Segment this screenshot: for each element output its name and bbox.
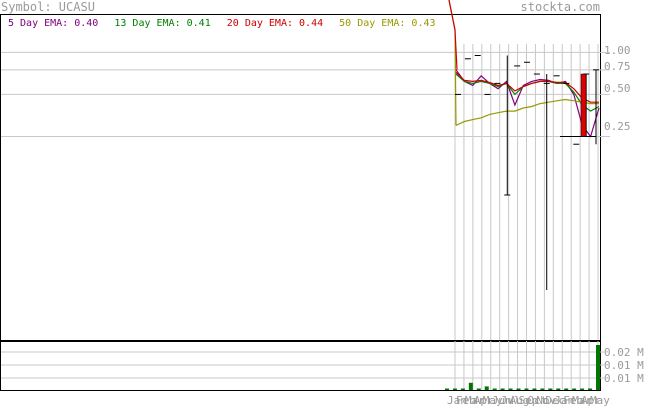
volume-tick-label: 0.02 M	[604, 346, 644, 359]
site-name: stockta.com	[520, 0, 600, 14]
price-tick-label: 0.25	[604, 120, 631, 133]
x-month-label: Nov	[536, 394, 556, 406]
price-tick-label: 0.75	[604, 60, 631, 73]
x-month-label: Apr	[581, 394, 601, 406]
volume-bar	[580, 388, 585, 390]
price-panel-frame	[0, 14, 601, 341]
legend-item-20ema: 20 Day EMA: 0.44	[226, 18, 324, 29]
x-month-label: May	[590, 394, 610, 406]
volume-bar	[492, 388, 497, 390]
volume-bar	[572, 388, 577, 390]
volume-bar	[508, 388, 513, 390]
volume-bar	[548, 388, 553, 390]
symbol-label: Symbol: UCASU	[1, 0, 95, 14]
volume-bar	[564, 388, 569, 390]
volume-bar	[524, 388, 529, 390]
x-month-label: Feb	[563, 394, 583, 406]
volume-bar	[452, 388, 457, 390]
x-month-label: May	[483, 394, 503, 406]
candle-body-red	[580, 73, 587, 137]
legend-item-50ema: 50 Day EMA: 0.43	[339, 18, 436, 29]
legend-item-5ema: 5 Day EMA: 0.40	[8, 18, 99, 29]
volume-bar	[500, 388, 505, 390]
volume-bar	[532, 388, 537, 390]
x-month-label: Mar	[572, 394, 592, 406]
volume-bar	[484, 386, 489, 390]
volume-bar	[588, 388, 593, 390]
ema-line-1	[455, 69, 600, 138]
legend-item-13ema: 13 Day EMA: 0.41	[114, 18, 211, 29]
ema-line-3	[455, 71, 599, 103]
volume-bar	[596, 345, 600, 390]
volume-bar	[540, 388, 545, 390]
volume-bar	[460, 388, 465, 390]
x-month-label: Mar	[465, 394, 485, 406]
x-month-label: Apr	[474, 394, 494, 406]
x-month-label: Oct	[527, 394, 547, 406]
volume-tick-label: 0.01 M	[604, 372, 644, 385]
price-tick-label: 0.50	[604, 82, 631, 95]
x-month-label: Feb	[456, 394, 476, 406]
x-month-label: Jun	[492, 394, 512, 406]
x-month-label: Jan	[447, 394, 467, 406]
x-month-label: Sep	[519, 394, 539, 406]
legend: 5 Day EMA: 0.40 13 Day EMA: 0.41 20 Day …	[8, 18, 446, 29]
price-tick-label: 1.00	[604, 44, 631, 57]
ema-20-entry	[448, 0, 458, 70]
volume-tick-label: 0.01 M	[604, 359, 644, 372]
x-month-label: Jul	[501, 394, 521, 406]
volume-bar	[445, 388, 449, 390]
x-month-label: Dec	[545, 394, 565, 406]
volume-bar	[516, 388, 521, 390]
volume-bar	[468, 382, 473, 390]
volume-bar	[476, 388, 481, 390]
volume-bar	[556, 388, 561, 390]
ema-line-4	[455, 98, 599, 126]
x-month-label: Aug	[510, 394, 530, 406]
volume-panel-frame	[0, 341, 601, 391]
x-month-label: Jan	[554, 394, 574, 406]
